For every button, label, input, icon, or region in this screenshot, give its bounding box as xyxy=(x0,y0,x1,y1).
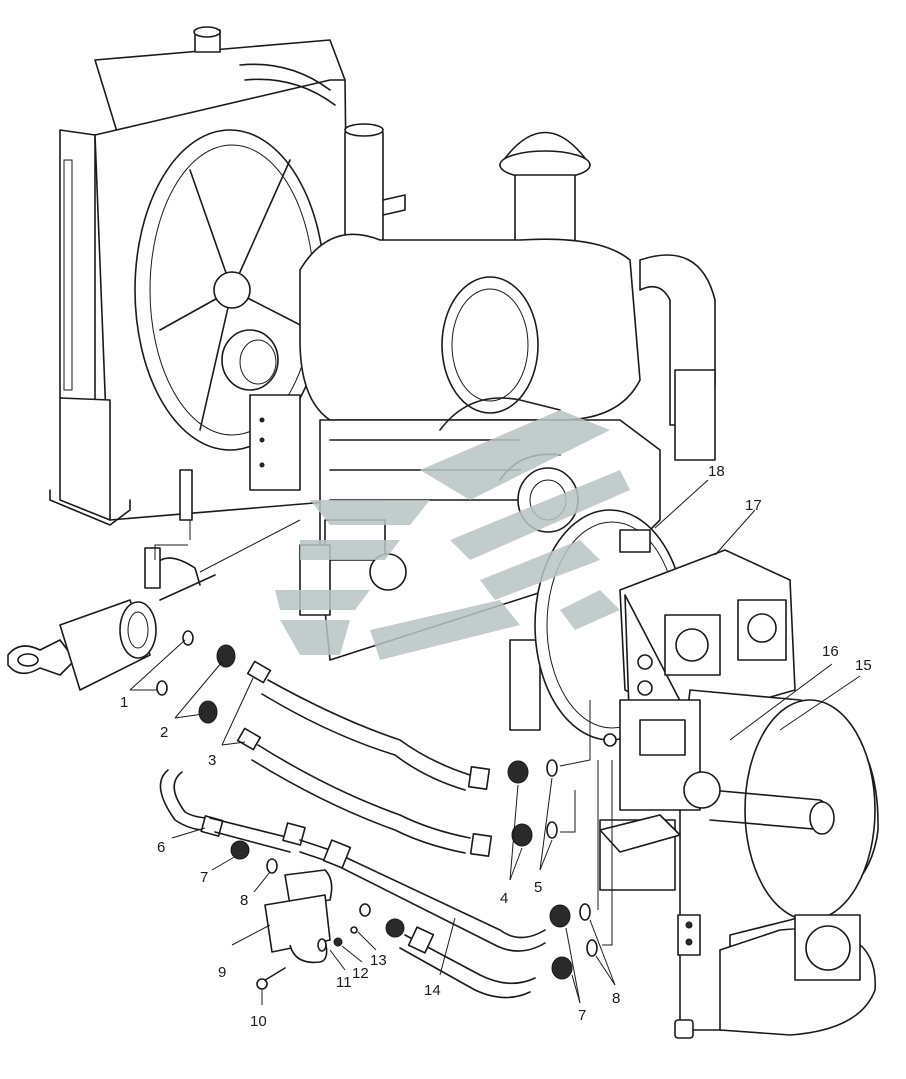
callout-5: 5 xyxy=(534,879,542,896)
callout-8b: 8 xyxy=(612,990,620,1007)
callout-3: 3 xyxy=(208,752,216,769)
callout-7b: 7 xyxy=(578,1007,586,1024)
callout-15: 15 xyxy=(855,657,872,674)
callout-1: 1 xyxy=(120,694,128,711)
hose-fittings-right xyxy=(507,759,598,980)
callout-16: 16 xyxy=(822,643,839,660)
callout-13: 13 xyxy=(370,952,387,969)
filter-bracket xyxy=(256,869,358,990)
callout-9: 9 xyxy=(218,964,226,981)
small-fittings-left xyxy=(230,840,405,938)
connection-lines xyxy=(154,519,613,946)
callout-leaders xyxy=(129,479,861,1005)
callout-17: 17 xyxy=(745,497,762,514)
callout-18: 18 xyxy=(708,463,725,480)
hoses xyxy=(159,679,546,999)
callouts: 1 2 3 4 5 6 7 8 9 10 11 12 13 14 7 8 15 … xyxy=(120,463,872,1030)
callout-6: 6 xyxy=(157,839,165,856)
hose-fittings-left xyxy=(156,630,272,751)
transmission-housing xyxy=(534,509,879,1039)
callout-12: 12 xyxy=(352,965,369,982)
callout-2: 2 xyxy=(160,724,168,741)
callout-14: 14 xyxy=(424,982,441,999)
callout-8: 8 xyxy=(240,892,248,909)
callout-4: 4 xyxy=(500,890,508,907)
watermark-logo xyxy=(275,410,630,660)
callout-7: 7 xyxy=(200,869,208,886)
oil-cooler-filter xyxy=(7,547,216,691)
callout-11: 11 xyxy=(336,974,352,991)
callout-10: 10 xyxy=(250,1013,267,1030)
